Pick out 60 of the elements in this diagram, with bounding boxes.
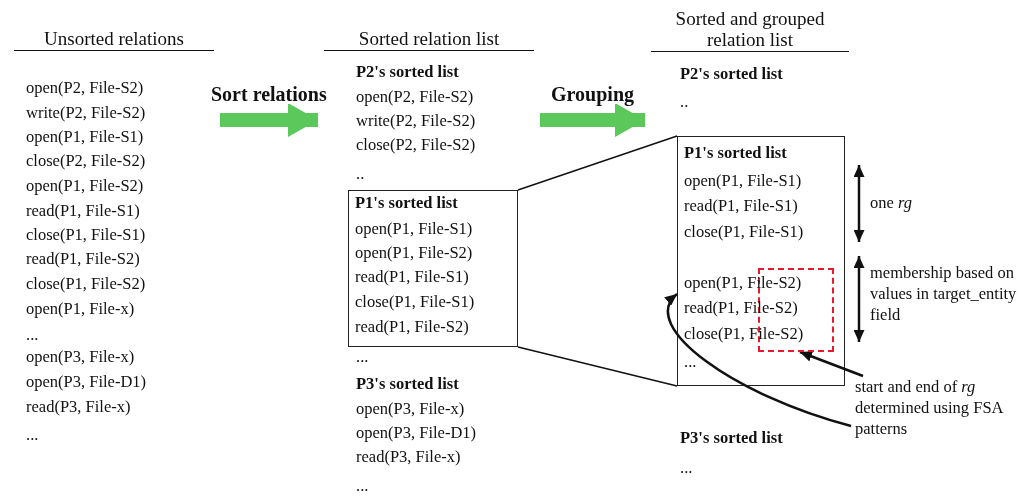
- ellipsis: ...: [356, 476, 369, 496]
- relation-entry: open(P1, File-S2): [355, 242, 473, 263]
- list-heading: P1's sorted list: [355, 193, 458, 213]
- relation-entry: read(P1, File-S1): [26, 200, 140, 221]
- relation-entry: close(P2, File-S2): [356, 135, 476, 155]
- ellipsis: ...: [680, 458, 693, 478]
- relation-entry: open(P1, File-S2): [26, 176, 144, 196]
- column-heading: Unsorted relations: [14, 28, 214, 51]
- list-heading: P1's sorted list: [684, 143, 787, 163]
- relation-entry: read(P1, File-S2): [684, 298, 798, 318]
- relation-entry: open(P2, File-S2): [356, 86, 474, 107]
- relation-entry: write(P2, File-S2): [356, 110, 476, 131]
- block-arrow: [540, 103, 645, 137]
- connector-line: [517, 135, 678, 191]
- relation-entry: close(P2, File-S2): [26, 151, 146, 171]
- annotation-text: one rg: [870, 192, 913, 213]
- column-heading: Sorted relation list: [324, 28, 534, 51]
- connector-line: [517, 346, 678, 387]
- edge-label: Grouping: [551, 84, 634, 104]
- relation-entry: close(P1, File-S2): [684, 324, 804, 344]
- relation-entry: read(P3, File-x): [356, 447, 461, 467]
- relation-entry: open(P2, File-S2): [26, 78, 144, 98]
- list-heading: P3's sorted list: [356, 374, 459, 394]
- edge-label: Sort relations: [211, 84, 327, 104]
- relation-entry: read(P1, File-S1): [684, 196, 798, 216]
- relation-entry: close(P1, File-S2): [26, 274, 146, 294]
- ellipsis: ..: [680, 92, 689, 112]
- relation-entry: open(P3, File-D1): [26, 372, 147, 392]
- list-heading: P2's sorted list: [680, 64, 783, 84]
- relation-entry: read(P1, File-S2): [355, 316, 469, 337]
- annotation-text: start and end of rg determined using FSA patterns: [855, 376, 1015, 439]
- relation-entry: write(P2, File-S2): [26, 102, 146, 123]
- ellipsis: ...: [684, 352, 697, 372]
- relation-entry: open(P3, File-x): [26, 347, 135, 367]
- ellipsis: ...: [26, 324, 39, 345]
- relation-entry: close(P1, File-S1): [26, 224, 146, 245]
- relation-entry: read(P1, File-S2): [26, 249, 140, 269]
- arrow: [665, 293, 852, 428]
- list-box: [348, 190, 518, 347]
- relation-entry: read(P3, File-x): [26, 396, 131, 417]
- relation-entry: close(P1, File-S1): [355, 292, 475, 312]
- arrow: [799, 350, 864, 378]
- annotation-text: membership based on values in target_entity field: [870, 262, 1018, 325]
- relation-entry: open(P1, File-S2): [684, 273, 802, 293]
- ellipsis: ..: [356, 164, 365, 184]
- relation-entry: open(P1, File-x): [26, 298, 135, 319]
- relation-entry: open(P1, File-S1): [26, 126, 144, 147]
- list-heading: P3's sorted list: [680, 428, 783, 448]
- relation-entry: open(P1, File-S1): [355, 218, 473, 239]
- list-box: [677, 136, 845, 386]
- ellipsis: ...: [356, 347, 369, 367]
- column-heading: Sorted and grouped relation list: [651, 8, 849, 52]
- block-arrow: [220, 103, 318, 137]
- relation-entry: open(P1, File-S1): [684, 171, 802, 191]
- relation-entry: open(P3, File-x): [356, 398, 465, 419]
- relation-entry: close(P1, File-S1): [684, 222, 804, 242]
- relation-entry: open(P3, File-D1): [356, 422, 477, 443]
- relation-entry: read(P1, File-S1): [355, 267, 469, 287]
- ellipsis: ...: [26, 424, 39, 445]
- list-heading: P2's sorted list: [356, 62, 459, 82]
